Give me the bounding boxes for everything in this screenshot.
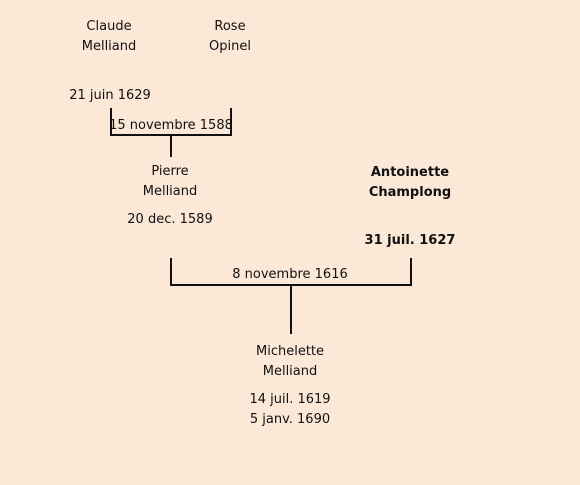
- person-claude-first-name: Claude: [86, 19, 132, 34]
- person-antoinette-death-date: 31 juil. 1627: [364, 233, 456, 248]
- person-michelette-death-date: 5 janv. 1690: [249, 412, 331, 427]
- person-antoinette-last-name: Champlong: [368, 185, 452, 200]
- marriage-bracket-left-leg: [110, 108, 112, 136]
- person-michelette-birth-date: 14 juil. 1619: [249, 392, 331, 407]
- person-pierre-death-date: 20 dec. 1589: [127, 212, 213, 227]
- person-rose-first-name: Rose: [214, 19, 246, 34]
- person-pierre-last-name: Melliand: [142, 184, 198, 199]
- person-michelette-last-name: Melliand: [262, 364, 318, 379]
- person-michelette-first-name: Michelette: [255, 344, 325, 359]
- marriage2-bracket-bottom: [170, 284, 412, 286]
- marriage-date-claude-rose: 15 novembre 1588: [109, 118, 233, 133]
- person-antoinette-first-name: Antoinette: [370, 165, 450, 180]
- descent-line-to-michelette: [290, 286, 292, 334]
- marriage-date-pierre-antoinette: 8 novembre 1616: [232, 267, 348, 282]
- person-rose-last-name: Opinel: [209, 39, 251, 54]
- descent-line-to-pierre: [170, 136, 172, 157]
- marriage-bracket-bottom: [110, 134, 232, 136]
- person-claude-death-date: 21 juin 1629: [69, 88, 151, 103]
- marriage-bracket-right-leg: [230, 108, 232, 136]
- person-claude-last-name: Melliand: [81, 39, 137, 54]
- person-pierre-first-name: Pierre: [151, 164, 189, 179]
- marriage2-bracket-right-leg: [410, 258, 412, 286]
- marriage2-bracket-left-leg: [170, 258, 172, 286]
